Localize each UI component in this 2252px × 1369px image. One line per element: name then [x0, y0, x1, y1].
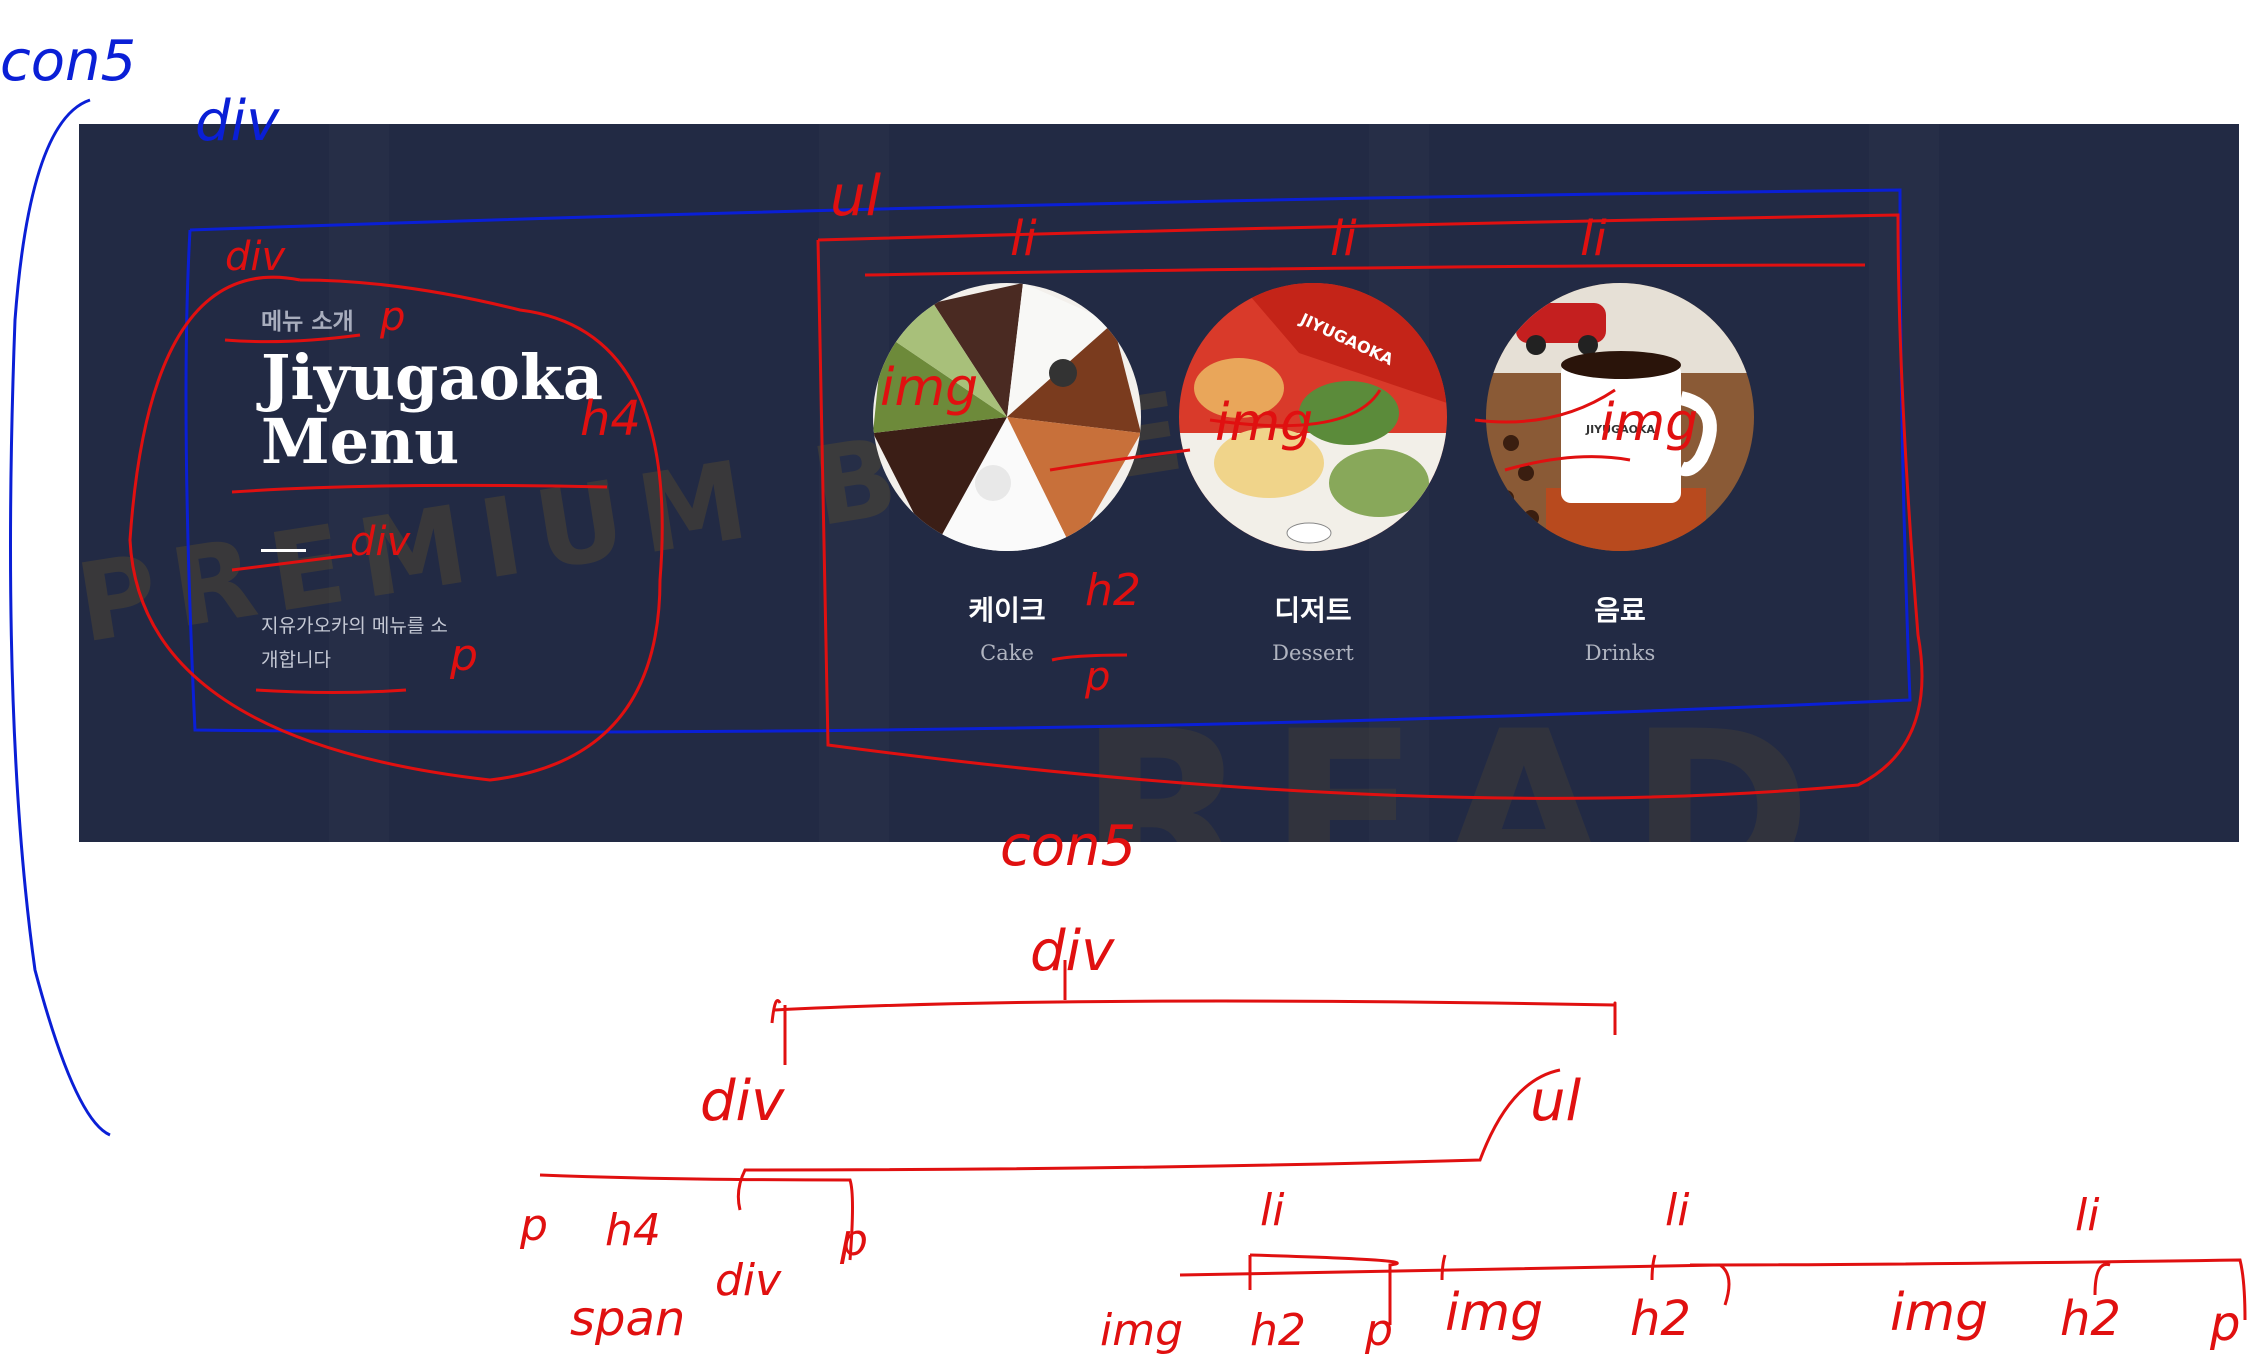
title-divider [261, 549, 306, 552]
background-sign-text: READ [1079, 684, 1832, 842]
annotation-label: con5 [0, 29, 136, 94]
tree-node-label: img [1445, 1283, 1543, 1343]
tree-node-label: img [1100, 1305, 1183, 1356]
tree-node-label: h4 [605, 1205, 661, 1256]
coffee-photo-icon[interactable]: JIYUGAOKA [1486, 283, 1754, 551]
tree-node-label: p [1364, 1305, 1393, 1356]
menu-item-subtitle: Dessert [1272, 641, 1354, 665]
macaron-photo-icon[interactable]: JIYUGAOKA [1179, 283, 1447, 551]
tree-node-label: h2 [1630, 1291, 1691, 1347]
tree-node-label: p [839, 1215, 868, 1266]
tree-node-label: p [2209, 1296, 2240, 1352]
tree-node-label: li [2075, 1190, 2100, 1241]
section-eyebrow: 메뉴 소개 [261, 309, 354, 335]
tree-node-label: div [715, 1255, 782, 1306]
section-description: 지유가오카의 메뉴를 소개합니다 [261, 615, 448, 671]
menu-item-title: 디저트 [1274, 594, 1352, 627]
tree-node-label: li [1260, 1185, 1285, 1236]
menu-item-drinks[interactable]: JIYUGAOKA 음료 Drinks [1485, 283, 1755, 665]
section-title: Jiyugaoka Menu [261, 346, 603, 474]
tree-node-label: img [1890, 1283, 1988, 1343]
tree-node-label: div [700, 1069, 785, 1134]
tree-node-label: h2 [1250, 1305, 1306, 1356]
cake-photo-icon[interactable] [873, 283, 1141, 551]
menu-item-subtitle: Cake [980, 641, 1034, 665]
menu-item-title: 음료 [1594, 594, 1646, 627]
title-line: Jiyugaoka [261, 341, 603, 414]
menu-item-cake[interactable]: 케이크 Cake [872, 283, 1142, 665]
background-pillar [1869, 124, 1939, 842]
tree-node-label: li [1665, 1185, 1690, 1236]
menu-item-title: 케이크 [968, 594, 1046, 627]
tree-node-label: div [1030, 919, 1115, 984]
brand-text: JIYUGAOKA [1585, 423, 1656, 436]
menu-item-dessert[interactable]: JIYUGAOKA 디저트 Dessert [1178, 283, 1448, 665]
tree-node-label: ul [1530, 1069, 1581, 1134]
background-pillar [329, 124, 389, 842]
tree-node-label: span [570, 1291, 685, 1347]
tree-node-label: h2 [2060, 1291, 2121, 1347]
tree-node-label: p [519, 1200, 548, 1251]
menu-item-subtitle: Drinks [1584, 641, 1656, 665]
title-line: Menu [261, 405, 460, 478]
menu-banner: PREMIUM BAKERY READ 메뉴 소개 Jiyugaoka Menu… [79, 124, 2239, 842]
